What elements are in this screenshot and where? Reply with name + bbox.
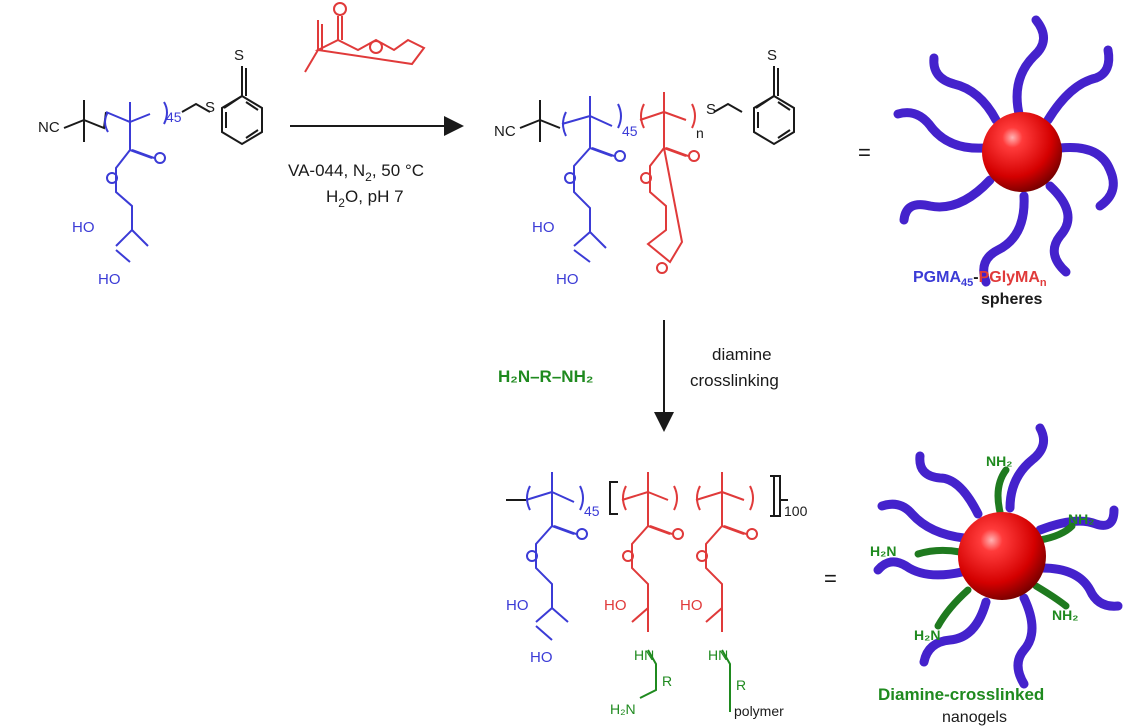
pgma-pglyma-sphere bbox=[893, 15, 1118, 287]
nh2-label-3: NH₂ bbox=[1052, 607, 1078, 623]
sulfur-label: S bbox=[205, 99, 215, 116]
nanogel-subtitle: nanogels bbox=[942, 709, 1007, 726]
nc-label: NC bbox=[38, 119, 60, 136]
conditions-line-1: VA-044, N2, 50 °C bbox=[288, 161, 424, 184]
nc-label: NC bbox=[494, 123, 516, 140]
diamine-crosslinked-nanogel: NH₂ NH₂ H₂N H₂N NH₂ bbox=[870, 423, 1123, 689]
equals-sign-2: = bbox=[824, 566, 837, 591]
crosslinking-label: crosslinking bbox=[690, 371, 779, 390]
macro-cta-structure: NC S S 45 HO HO bbox=[38, 47, 263, 288]
dp-100-label: 100 bbox=[784, 503, 808, 519]
hydroxyl-label-3: HO bbox=[604, 597, 627, 614]
dp-n-label: n bbox=[696, 125, 704, 141]
dp-45-label: 45 bbox=[584, 503, 600, 519]
sphere-label: PGMA45-PGlyMAn bbox=[913, 269, 1047, 289]
sulfur-label: S bbox=[706, 101, 716, 118]
hydroxyl-label-2: HO bbox=[98, 271, 121, 288]
nanogel-title: Diamine-crosslinked bbox=[878, 685, 1044, 704]
dp-45-label: 45 bbox=[166, 109, 182, 125]
hydroxyl-label-1: HO bbox=[532, 219, 555, 236]
hydroxyl-label-2: HO bbox=[556, 271, 579, 288]
equals-sign-1: = bbox=[858, 140, 871, 165]
dp-45-label: 45 bbox=[622, 123, 638, 139]
diamine-reagent-label: H₂N–R–NH₂ bbox=[498, 367, 593, 386]
hydroxyl-label-1: HO bbox=[72, 219, 95, 236]
conditions-line-2: H2O, pH 7 bbox=[326, 187, 404, 210]
spheres-label: spheres bbox=[981, 291, 1042, 308]
hydroxyl-label-4: HO bbox=[680, 597, 703, 614]
hn-label-1: HN bbox=[634, 647, 654, 663]
thione-s-label: S bbox=[234, 47, 244, 64]
glyma-monomer bbox=[304, 2, 426, 73]
diamine-label: diamine bbox=[712, 345, 772, 364]
block-copolymer-structure: NC S S 45 HO HO n bbox=[494, 47, 795, 288]
hydroxyl-label-2: HO bbox=[530, 649, 553, 666]
h2n-label-2: H₂N bbox=[914, 627, 940, 643]
nh2-label-2: NH₂ bbox=[1068, 511, 1094, 527]
hn-label-2: HN bbox=[708, 647, 728, 663]
h2n-label: H₂N bbox=[610, 701, 636, 717]
h2n-label-1: H₂N bbox=[870, 543, 896, 559]
r-label-2: R bbox=[736, 677, 746, 693]
nh2-label-1: NH₂ bbox=[986, 453, 1012, 469]
polymer-label: polymer bbox=[734, 703, 784, 719]
r-label-1: R bbox=[662, 673, 672, 689]
hydroxyl-label-1: HO bbox=[506, 597, 529, 614]
thione-s-label: S bbox=[767, 47, 777, 64]
crosslinked-polymer-structure: 45 HO HO HO HO 100 HN HN R R H₂N polymer bbox=[506, 472, 808, 719]
